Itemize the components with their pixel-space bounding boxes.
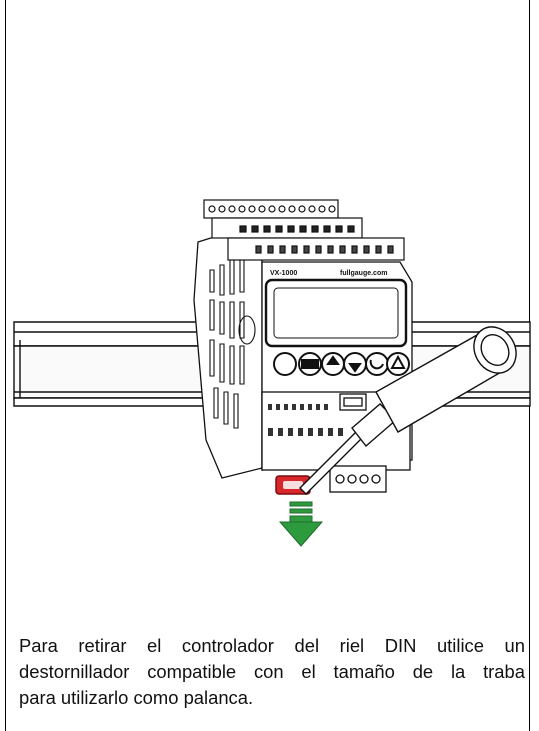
model-label: VX-1000 bbox=[270, 270, 297, 277]
front-buttons bbox=[273, 352, 410, 376]
instruction-caption: Para retirar el controlador del riel DIN… bbox=[19, 633, 525, 711]
controller-side-housing bbox=[193, 231, 263, 479]
top-terminal-blocks bbox=[203, 199, 405, 261]
screwdriver bbox=[299, 326, 517, 495]
terminal-plug bbox=[329, 465, 387, 493]
controller-front: VX-1000 fullgauge.com bbox=[261, 261, 413, 471]
din-rail-removal-illustration: VX-1000 fullgauge.com bbox=[13, 199, 531, 547]
caption-line: Para retirar el controlador del riel DIN… bbox=[19, 635, 525, 656]
caption-line: para utilizarlo como palanca. bbox=[19, 687, 254, 708]
caption-line: destornillador compatible con el tamaño … bbox=[19, 661, 525, 682]
brand-label: fullgauge.com bbox=[340, 270, 387, 277]
pull-down-arrow bbox=[278, 501, 324, 547]
lcd-display bbox=[264, 278, 408, 348]
